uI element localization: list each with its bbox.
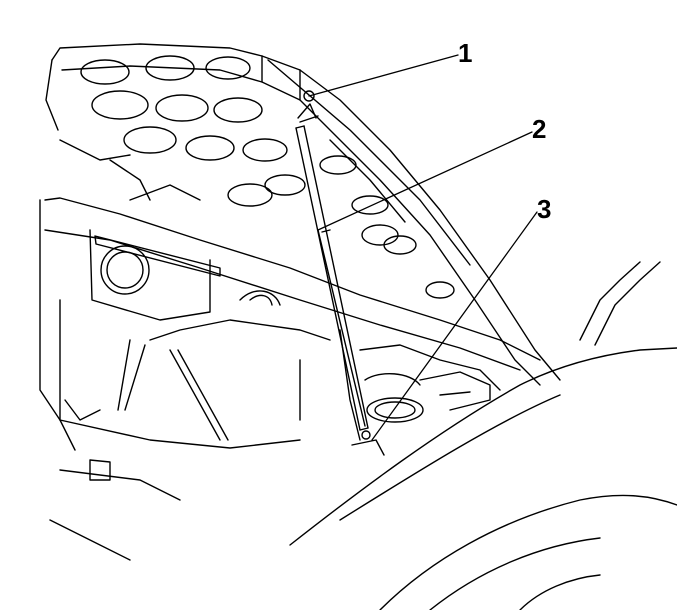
lower-ball-stud	[361, 430, 371, 440]
raised-hood	[45, 43, 561, 386]
leader-line-2	[317, 131, 533, 231]
leader-lines	[308, 54, 538, 441]
callout-number-1: 1	[458, 38, 473, 68]
callout-number-2: 2	[532, 114, 547, 144]
callout-number-3: 3	[537, 194, 552, 224]
strut-studs	[297, 90, 385, 456]
front-fender	[289, 261, 677, 610]
leader-line-1	[308, 54, 459, 97]
hood-strut	[295, 125, 369, 431]
leader-line-3	[371, 211, 538, 441]
engine-compartment	[39, 139, 541, 561]
upper-ball-stud	[303, 90, 315, 102]
